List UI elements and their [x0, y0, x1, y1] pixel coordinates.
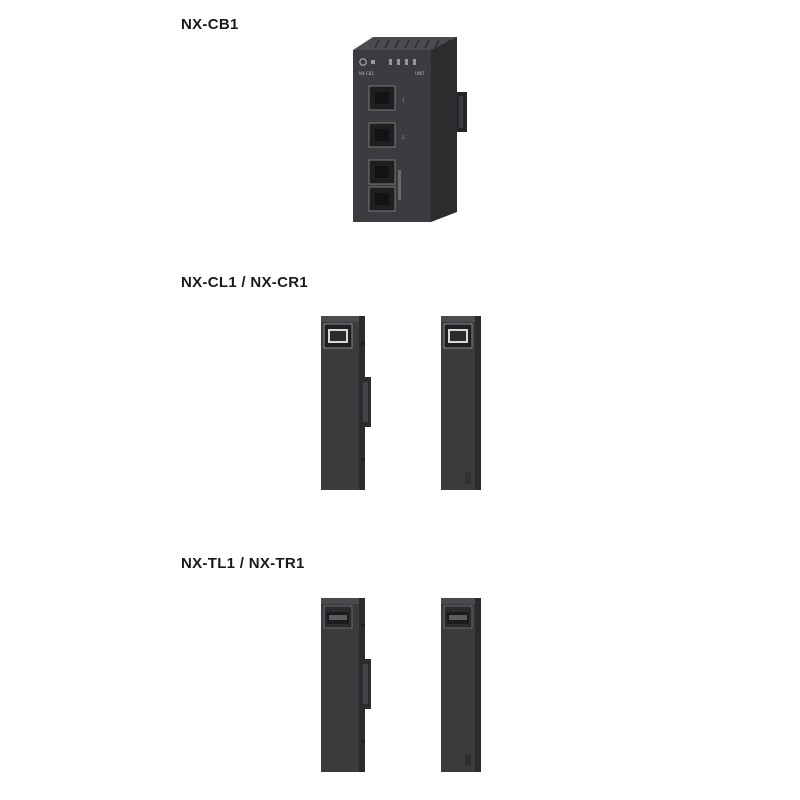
svg-text:NX-CB1: NX-CB1: [359, 71, 375, 76]
nx-tl1-module-image: [315, 594, 375, 776]
nx-tr1-module-image: [435, 594, 491, 776]
section-title-nx-tl1-tr1: NX-TL1 / NX-TR1: [181, 555, 305, 572]
section-title-nx-cl1-cr1: NX-CL1 / NX-CR1: [181, 274, 309, 291]
nx-cr1-module-image: [435, 312, 491, 494]
svg-text:UNIT: UNIT: [415, 71, 425, 76]
nx-cl1-module-image: [315, 312, 375, 494]
svg-text:1: 1: [402, 98, 405, 103]
section-title-nx-cb1: NX-CB1: [181, 16, 239, 33]
nx-cb1-unit-image: NX-CB1 UNIT 1 2: [345, 32, 475, 227]
svg-text:2: 2: [402, 135, 405, 140]
